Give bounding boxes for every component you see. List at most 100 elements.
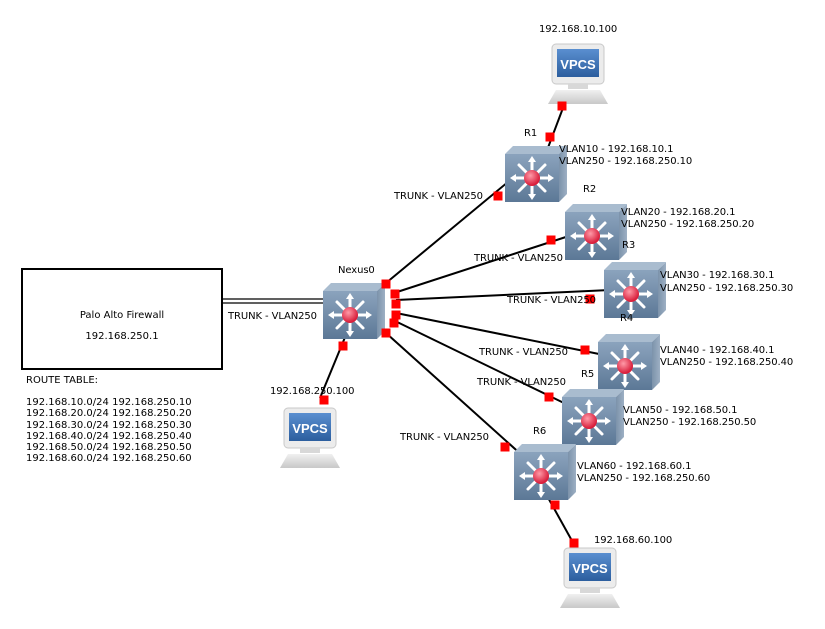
route-entry: 192.168.50.0/24 192.168.250.50	[26, 442, 192, 453]
r1-link-label: TRUNK - VLAN250	[394, 191, 483, 202]
route-next-hop: 192.168.250.30	[112, 419, 192, 431]
route-network: 192.168.10.0/24	[26, 397, 109, 409]
port-nexus0-to-r4[interactable]	[391, 310, 401, 320]
host-vpcs1-ip: 192.168.10.100	[539, 24, 618, 35]
nexus0-label: Nexus0	[338, 265, 375, 276]
r5-link-label: TRUNK - VLAN250	[477, 377, 566, 388]
route-entry: 192.168.40.0/24 192.168.250.40	[26, 431, 192, 442]
r3-vlan-line: VLAN30 - 192.168.30.1	[660, 270, 775, 281]
port-r3-to-nexus0[interactable]	[585, 294, 595, 304]
vpcs-host-6[interactable]: VPCS	[559, 547, 621, 609]
switch-icon	[596, 332, 662, 392]
link-nexus0-r5[interactable]	[392, 319, 567, 405]
link-nexus0-r3[interactable]	[395, 289, 611, 301]
firewall-ip: 192.168.250.1	[85, 331, 159, 342]
route-entry: 192.168.10.0/24 192.168.250.10	[26, 397, 192, 408]
switch-icon	[563, 202, 629, 262]
route-network: 192.168.50.0/24	[26, 442, 109, 454]
r3-label: R3	[622, 240, 636, 251]
route-next-hop: 192.168.250.20	[112, 408, 192, 420]
port-nexus0-to-r5[interactable]	[389, 318, 399, 328]
switch-icon	[560, 387, 626, 447]
port-r5-to-nexus0[interactable]	[544, 392, 554, 402]
port-r1-to-nexus0[interactable]	[493, 191, 503, 201]
vpcs-host-1[interactable]: VPCS	[547, 43, 609, 105]
r1-trunk-line: VLAN250 - 192.168.250.10	[559, 156, 693, 167]
switch-icon	[321, 281, 387, 341]
r3-trunk-line: VLAN250 - 192.168.250.30	[660, 283, 794, 294]
route-entry: 192.168.20.0/24 192.168.250.20	[26, 408, 192, 419]
nexus0-switch[interactable]	[321, 281, 387, 341]
router-r1[interactable]	[503, 144, 569, 204]
route-network: 192.168.20.0/24	[26, 408, 109, 420]
route-entry: 192.168.60.0/24 192.168.250.60	[26, 453, 192, 464]
r5-vlan-line: VLAN50 - 192.168.50.1	[623, 405, 738, 416]
r6-link-label: TRUNK - VLAN250	[400, 432, 489, 443]
route-network: 192.168.30.0/24	[26, 419, 109, 431]
switch-icon	[512, 442, 578, 502]
r4-vlan-line: VLAN40 - 192.168.40.1	[660, 345, 775, 356]
port-nexus0-to-r2[interactable]	[390, 289, 400, 299]
host-vpcs6-ip: 192.168.60.100	[594, 535, 673, 546]
route-next-hop: 192.168.250.40	[112, 430, 192, 442]
r2-vlan-line: VLAN20 - 192.168.20.1	[621, 207, 736, 218]
port-nexus0-to-r6[interactable]	[381, 328, 391, 338]
switch-icon	[602, 260, 668, 320]
port-r4-to-nexus0[interactable]	[580, 345, 590, 355]
port-vpcs1[interactable]	[557, 101, 567, 111]
vpcs-badge: VPCS	[560, 57, 596, 72]
router-r4[interactable]	[596, 332, 662, 392]
r3-link-label: TRUNK - VLAN250	[507, 295, 596, 306]
link-nexus0-r2[interactable]	[393, 234, 573, 294]
host-vpcs-mgmt-ip: 192.168.250.100	[270, 386, 355, 397]
vpcs-badge: VPCS	[572, 561, 608, 576]
r6-trunk-line: VLAN250 - 192.168.250.60	[577, 473, 711, 484]
route-next-hop: 192.168.250.10	[112, 397, 192, 409]
computer-icon	[547, 43, 609, 105]
r4-link-label: TRUNK - VLAN250	[479, 347, 568, 358]
port-r1-to-vpcs1[interactable]	[545, 132, 555, 142]
nodes: VPCS VPCS VPCS	[279, 43, 668, 609]
r1-label: R1	[524, 128, 538, 139]
r6-label: R6	[533, 426, 547, 437]
route-next-hop: 192.168.250.60	[112, 453, 192, 465]
r4-trunk-line: VLAN250 - 192.168.250.40	[660, 357, 794, 368]
port-nexus0-to-r1[interactable]	[381, 279, 391, 289]
router-r3[interactable]	[602, 260, 668, 320]
r5-trunk-line: VLAN250 - 192.168.250.50	[623, 417, 757, 428]
switch-icon	[503, 144, 569, 204]
route-table: ROUTE TABLE: 192.168.10.0/24 192.168.250…	[26, 375, 192, 464]
link-nexus0-vpcs-mgmt[interactable]	[319, 329, 349, 399]
router-r2[interactable]	[563, 202, 629, 262]
port-r6-to-vpcs6[interactable]	[550, 500, 560, 510]
palo-alto-firewall-node[interactable]: Palo Alto Firewall 192.168.250.1	[21, 268, 223, 370]
port-vpcs6[interactable]	[569, 538, 579, 548]
router-r6[interactable]	[512, 442, 578, 502]
r5-label: R5	[581, 369, 595, 380]
r2-trunk-line: VLAN250 - 192.168.250.20	[621, 219, 755, 230]
route-entry: 192.168.30.0/24 192.168.250.30	[26, 420, 192, 431]
link-nexus0-r4[interactable]	[395, 312, 605, 356]
route-next-hop: 192.168.250.50	[112, 442, 192, 454]
firewall-name: Palo Alto Firewall	[79, 310, 165, 321]
link-nexus0-r1[interactable]	[385, 171, 521, 284]
port-r2-to-nexus0[interactable]	[546, 235, 556, 245]
r6-vlan-line: VLAN60 - 192.168.60.1	[577, 461, 692, 472]
r2-link-label: TRUNK - VLAN250	[474, 253, 563, 264]
route-network: 192.168.40.0/24	[26, 430, 109, 442]
route-table-title: ROUTE TABLE:	[26, 375, 99, 386]
computer-icon	[559, 547, 621, 609]
route-network: 192.168.60.0/24	[26, 453, 109, 465]
port-nexus0-to-r3[interactable]	[391, 299, 401, 309]
r4-label: R4	[620, 313, 634, 324]
vpcs-badge: VPCS	[292, 421, 328, 436]
computer-icon	[279, 407, 341, 469]
vpcs-host-mgmt[interactable]: VPCS	[279, 407, 341, 469]
port-vpcs-mgmt[interactable]	[319, 395, 329, 405]
port-nexus0-to-vpcs-mgmt[interactable]	[338, 341, 348, 351]
r2-label: R2	[583, 184, 597, 195]
r1-vlan-line: VLAN10 - 192.168.10.1	[559, 144, 674, 155]
port-r6-to-nexus0[interactable]	[500, 442, 510, 452]
router-r5[interactable]	[560, 387, 626, 447]
